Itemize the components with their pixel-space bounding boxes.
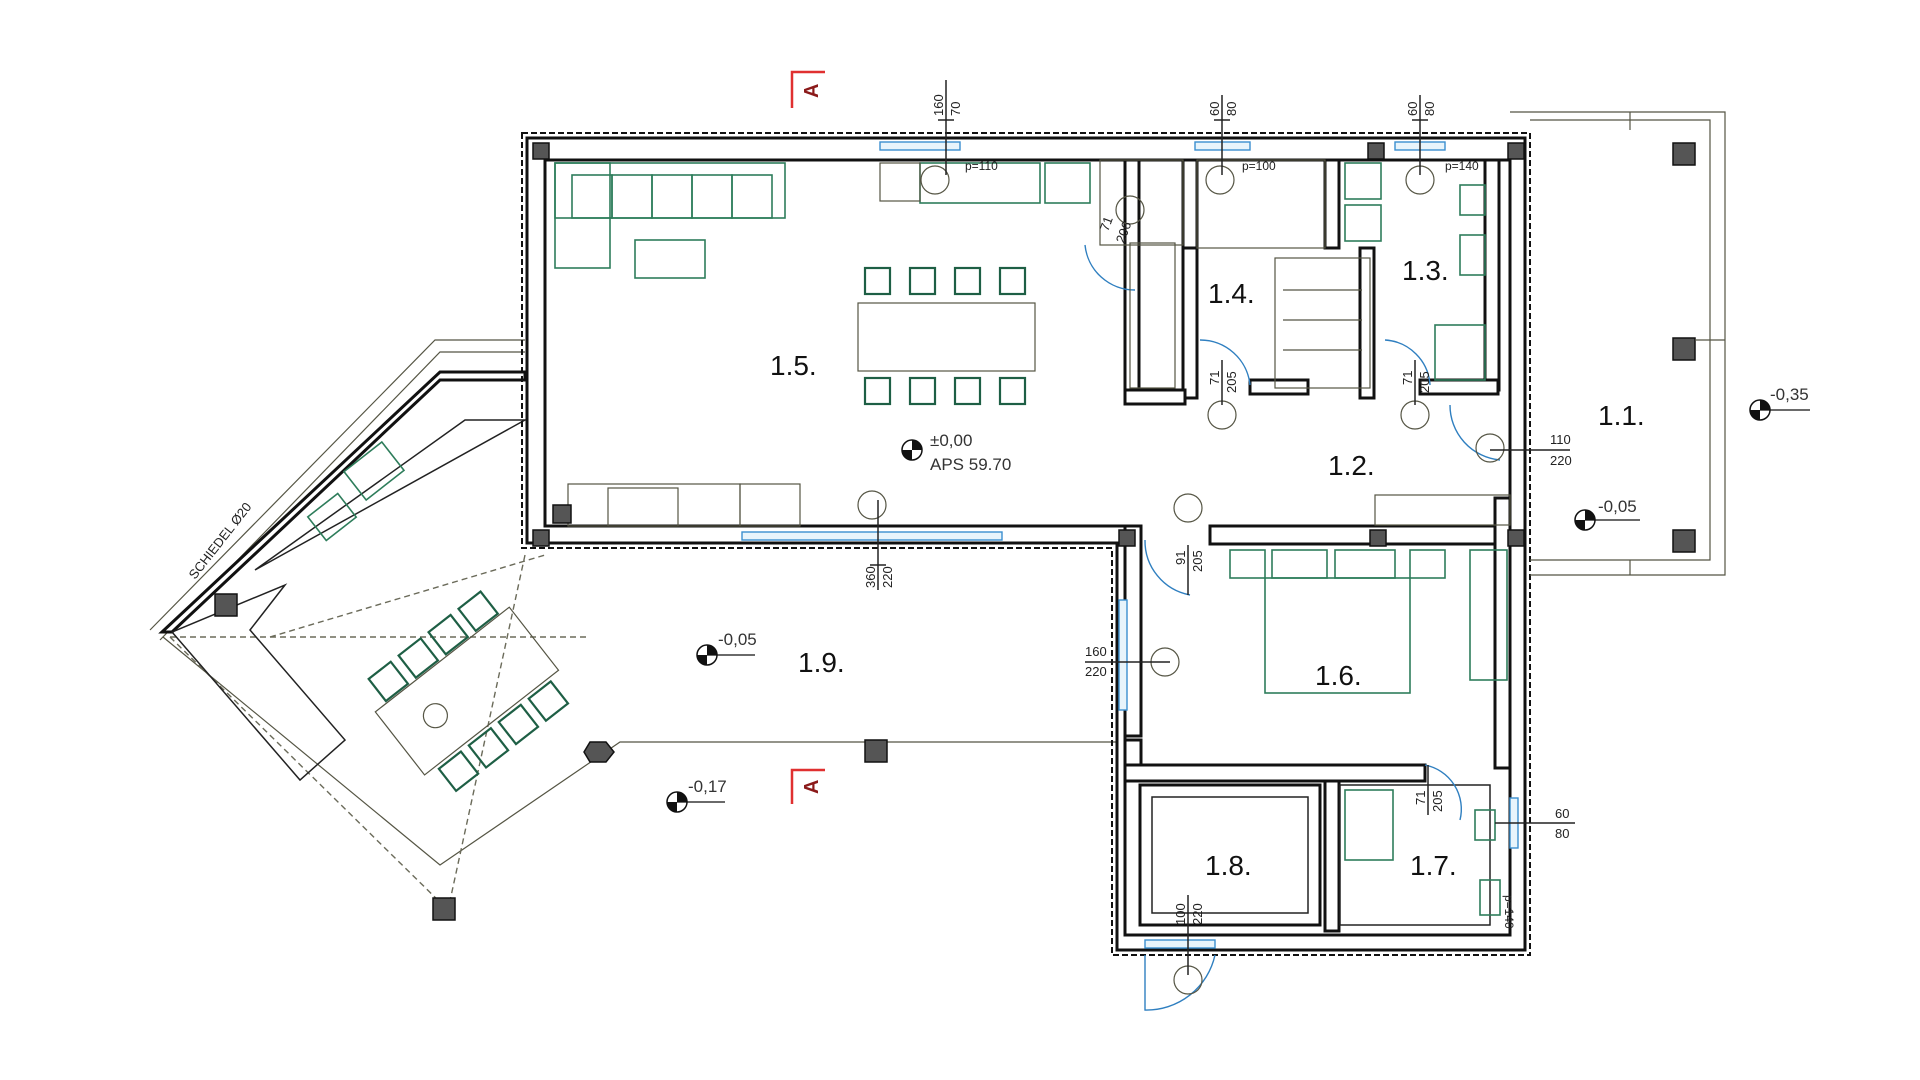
- room-label-11: 1.1.: [1598, 400, 1645, 431]
- room-label-15: 1.5.: [770, 350, 817, 381]
- dim-d14-top: 71: [1207, 371, 1222, 385]
- dim-w2-bot: 80: [1224, 102, 1239, 116]
- kitchen-counter-angled: [158, 370, 528, 782]
- dim-d16-top: 91: [1173, 551, 1188, 565]
- terrace-right: [1510, 111, 1726, 576]
- dim-w3-bot: 80: [1422, 102, 1437, 116]
- level-marker-11-top: -0,35: [1749, 385, 1810, 421]
- dim-door-13: 71 205: [1400, 360, 1432, 405]
- section-label-bottom: A: [801, 780, 823, 794]
- dim-d13-bot: 205: [1417, 371, 1432, 393]
- level-terrace-right-bottom: -0,05: [1598, 497, 1637, 516]
- dim-entry-top: 110: [1550, 432, 1571, 447]
- dim-w4-bot: 220: [880, 566, 895, 588]
- room-label-12: 1.2.: [1328, 450, 1375, 481]
- level-marker-main: ±0,00 APS 59.70: [901, 431, 1011, 474]
- dim-entry-bot: 220: [1550, 453, 1572, 468]
- dim-d16-bot: 205: [1190, 550, 1205, 572]
- dim-w3-top: 60: [1405, 102, 1420, 116]
- section-mark-top: A: [790, 70, 825, 108]
- columns: [432, 142, 1696, 921]
- room-18-inner: [1151, 796, 1309, 914]
- level-marker-19-bottom: -0,17: [666, 777, 727, 813]
- dim-window-7: 100 220: [1173, 895, 1205, 975]
- dim-d14-bot: 205: [1224, 371, 1239, 393]
- dim-w6-bot: 80: [1555, 826, 1569, 841]
- room-17-box: [1339, 784, 1491, 926]
- dim-window-4: 360 220: [863, 500, 895, 590]
- dim-w5-bot: 220: [1085, 664, 1107, 679]
- dining-table-angled: [367, 590, 570, 793]
- living-furniture: [552, 162, 1091, 527]
- dim-w2-top: 60: [1207, 102, 1222, 116]
- level-terrace-left: -0,05: [718, 630, 757, 649]
- dim-dk-bot: 206: [1113, 220, 1135, 246]
- dim-w7-top: 100: [1173, 903, 1188, 925]
- dim-door-16: 91 205: [1173, 545, 1205, 595]
- dim-window-2: 60 80 p=100: [1207, 95, 1276, 175]
- level-marker-11-bottom: -0,05: [1574, 497, 1640, 531]
- bathroom-17: [1344, 789, 1501, 916]
- dim-door-14: 71 205: [1207, 360, 1239, 405]
- level-aps: APS 59.70: [930, 455, 1011, 474]
- dim-d17-bot: 205: [1430, 790, 1445, 812]
- level-terrace-right-top: -0,35: [1770, 385, 1809, 404]
- room-label-19: 1.9.: [798, 647, 845, 678]
- dim-d17-top: 71: [1413, 791, 1428, 805]
- dim-w5-top: 160: [1085, 644, 1107, 659]
- level-terrace-left-bottom: -0,17: [688, 777, 727, 796]
- dim-w4-top: 360: [863, 566, 878, 588]
- dim-w1-bot: 70: [948, 102, 963, 116]
- section-mark-bottom: A: [790, 768, 825, 804]
- bathroom-13: [1344, 162, 1486, 430]
- room-label-18: 1.8.: [1205, 850, 1252, 881]
- dim-door-17: 71 205: [1413, 765, 1445, 815]
- room-label-16: 1.6.: [1315, 660, 1362, 691]
- chimney-label: SCHIEDEL Ø20: [186, 500, 255, 582]
- stairs: [1099, 159, 1371, 430]
- dim-w3-parapet: p=140: [1445, 159, 1479, 173]
- section-label-top: A: [801, 84, 823, 98]
- doors: [1084, 244, 1501, 1011]
- dim-w2-parapet: p=100: [1242, 159, 1276, 173]
- light-entry: [1475, 433, 1505, 463]
- room-label-14: 1.4.: [1208, 278, 1255, 309]
- dim-w1-top: 160: [931, 94, 946, 116]
- dim-w6-top: 60: [1555, 806, 1569, 821]
- column-angled: [583, 741, 615, 763]
- terrace-left: [149, 339, 1120, 911]
- level-main: ±0,00: [930, 431, 972, 450]
- dim-dk-top: 71: [1097, 214, 1116, 233]
- room-label-17: 1.7.: [1410, 850, 1457, 881]
- room-18-box: [1138, 783, 1322, 927]
- dim-d13-top: 71: [1400, 371, 1415, 385]
- room-label-13: 1.3.: [1402, 255, 1449, 286]
- dim-window-5: 160 220: [1085, 644, 1170, 679]
- dim-w1-parapet: p=110: [965, 159, 998, 173]
- dim-w6-parapet: p=140: [1502, 895, 1516, 929]
- dim-window-1: 160 70 p=110: [931, 80, 998, 175]
- dim-window-6: 60 80 p=140: [1495, 806, 1575, 929]
- dim-door-entry: 110 220: [1490, 432, 1572, 468]
- dim-w7-bot: 220: [1190, 903, 1205, 925]
- bedroom-16: [1173, 493, 1511, 694]
- dim-window-3: 60 80 p=140: [1405, 95, 1479, 175]
- level-marker-19: -0,05: [696, 630, 757, 666]
- dim-door-kitchen: 71 206: [1097, 214, 1135, 245]
